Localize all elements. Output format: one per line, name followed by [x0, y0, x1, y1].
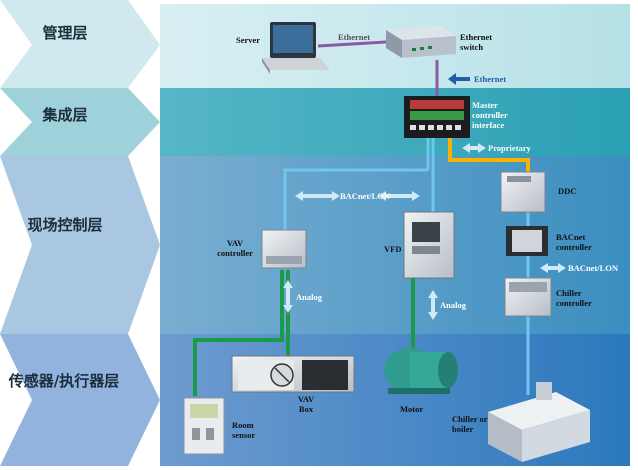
ddc-label: DDC — [558, 186, 577, 196]
double-arrow-icon — [540, 263, 566, 273]
vfd-label: VFD — [384, 244, 402, 254]
band-management — [0, 0, 160, 88]
vav-controller-label: VAV controller — [217, 238, 253, 258]
analog-line-vav — [193, 270, 284, 396]
band-field — [0, 156, 160, 334]
chiller-boiler-device — [488, 382, 590, 462]
double-arrow-icon — [295, 191, 340, 201]
layer-bands — [0, 0, 630, 466]
vfd-device — [403, 211, 455, 279]
vav-box-label: VAV Box — [297, 394, 315, 414]
double-arrow-icon — [428, 290, 438, 320]
bacnet-lon-main-label: BACnet/LON — [340, 191, 391, 201]
bacnet-controller-label: BACnet controller — [556, 232, 592, 252]
master-controller-label: Master controller interface — [472, 100, 508, 130]
motor-label: Motor — [400, 404, 424, 414]
analog-left-label: Analog — [296, 292, 322, 302]
double-arrows — [283, 143, 566, 320]
panel-field — [160, 156, 630, 334]
master-controller-device — [404, 96, 470, 138]
ethernet-side-label: Ethernet — [474, 74, 507, 84]
ethernet-switch-device — [386, 26, 456, 58]
room-sensor-label: Room sensor — [232, 420, 256, 440]
vav-controller-device — [261, 229, 307, 269]
vav-box-device — [231, 355, 355, 393]
chiller-controller-device — [504, 277, 552, 317]
room-sensor-device — [183, 397, 225, 455]
chiller-controller-label: Chiller controller — [556, 288, 592, 308]
chiller-boiler-label: Chiller or boiler — [452, 414, 488, 434]
ethernet-line-server — [317, 40, 387, 48]
arrows — [448, 73, 470, 85]
proprietary-label: Proprietary — [488, 143, 531, 153]
server-label: Server — [236, 35, 261, 45]
bacnet-controller-device — [506, 226, 548, 256]
arrow-ethernet-icon — [448, 73, 470, 85]
analog-right-label: Analog — [440, 300, 466, 310]
double-arrow-icon — [283, 280, 293, 313]
layer-label-sensor: 传感器/执行器层 — [8, 372, 120, 390]
band-integration — [0, 88, 160, 156]
ddc-device — [500, 171, 546, 213]
band-sensor — [0, 334, 160, 466]
ethernet-top-label: Ethernet — [338, 32, 371, 42]
proprietary-line — [448, 138, 530, 172]
motor-device — [384, 348, 458, 394]
server-device — [262, 22, 330, 74]
bacnet-lon-right-label: BACnet/LON — [568, 263, 619, 273]
bus-line-vav — [283, 168, 428, 232]
panel-integration — [160, 88, 630, 156]
layer-label-integration: 集成层 — [42, 106, 88, 124]
double-arrow-icon — [462, 143, 486, 153]
layer-label-management: 管理层 — [42, 24, 88, 42]
ethernet-switch-label: Ethernet switch — [460, 32, 493, 52]
double-arrow-icon — [378, 191, 420, 201]
layer-label-field: 现场控制层 — [27, 216, 103, 234]
